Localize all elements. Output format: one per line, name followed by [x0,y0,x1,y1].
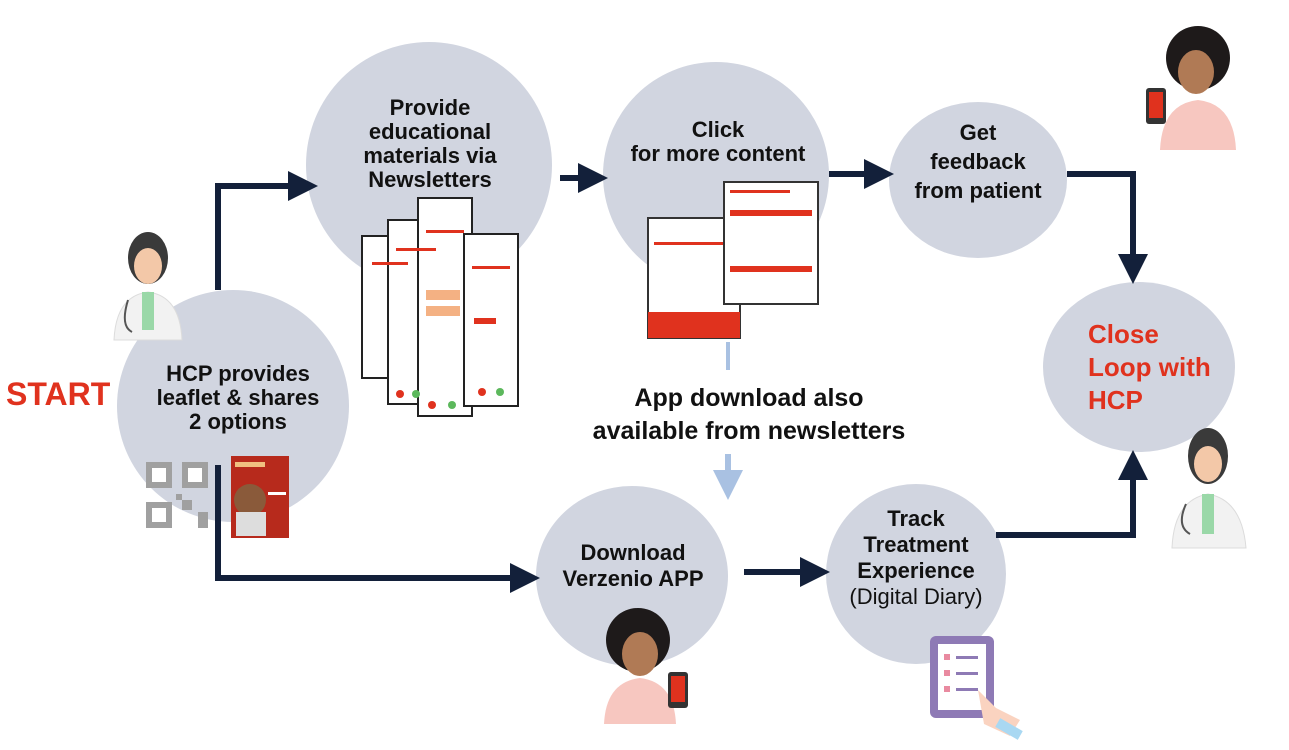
flow-arrows [215,159,1148,593]
node-download-line1: Download [580,540,686,565]
app-download-note: App download also available from newslet… [560,382,938,448]
node-feedback-line1: Get [959,120,997,145]
node-close-line1: Close [1088,319,1159,349]
node-newsletters-line3: materials via [363,143,497,168]
content-documents-icon [647,181,819,339]
node-close-line3: HCP [1088,385,1143,415]
node-newsletters-label: Provide educational materials via Newsle… [320,96,540,192]
node-feedback-line3: from patient [914,178,1042,203]
node-newsletters-line4: Newsletters [368,167,492,192]
node-hcp-line2: leaflet & shares [156,385,320,410]
node-newsletters-line1: Provide [389,95,471,120]
arrow-feedback-to-close [1067,171,1148,284]
node-close-line2: Loop with [1088,352,1211,382]
start-label: START [6,376,111,412]
arrow-hcp-to-newsletters [215,171,318,290]
node-track-line4: (Digital Diary) [849,584,983,609]
node-feedback-circle [889,102,1067,258]
patient-with-phone-icon [604,608,688,724]
node-track-line3: Experience [857,558,975,583]
qr-code-icon [146,462,208,528]
node-feedback-line2: feedback [930,149,1026,174]
leaflet-icon [231,456,289,538]
node-track-label: Track Treatment Experience (Digital Diar… [818,506,1014,610]
node-track-line2: Treatment [863,532,969,557]
app-download-note-line1: App download also [634,384,864,412]
patient-with-phone-icon [1146,26,1236,150]
node-click-line2: for more content [630,141,806,166]
arrow-track-to-close [996,450,1148,538]
node-download-label: Download Verzenio APP [540,540,726,592]
node-hcp-line1: HCP provides [166,361,310,386]
newsletter-icon [361,197,519,417]
doctor-icon [1171,428,1247,549]
node-track-line1: Track [887,506,945,531]
node-click-label: Click for more content [608,118,828,166]
node-feedback-label: Get feedback from patient [892,118,1064,205]
node-hcp-label: HCP provides leaflet & shares 2 options [130,362,346,434]
node-download-line2: Verzenio APP [562,566,704,591]
node-track-circle [826,484,1006,664]
node-click-line1: Click [691,117,745,142]
arrow-hcp-to-download [215,465,540,593]
node-hcp-line3: 2 options [189,409,287,434]
doctor-icon [113,232,183,341]
node-close-label: Close Loop with HCP [1088,318,1211,417]
node-newsletters-line2: educational [368,119,492,144]
node-close-circle [1043,282,1235,452]
checklist-tablet-icon [930,636,1023,740]
app-download-note-line2: available from newsletters [592,417,906,445]
